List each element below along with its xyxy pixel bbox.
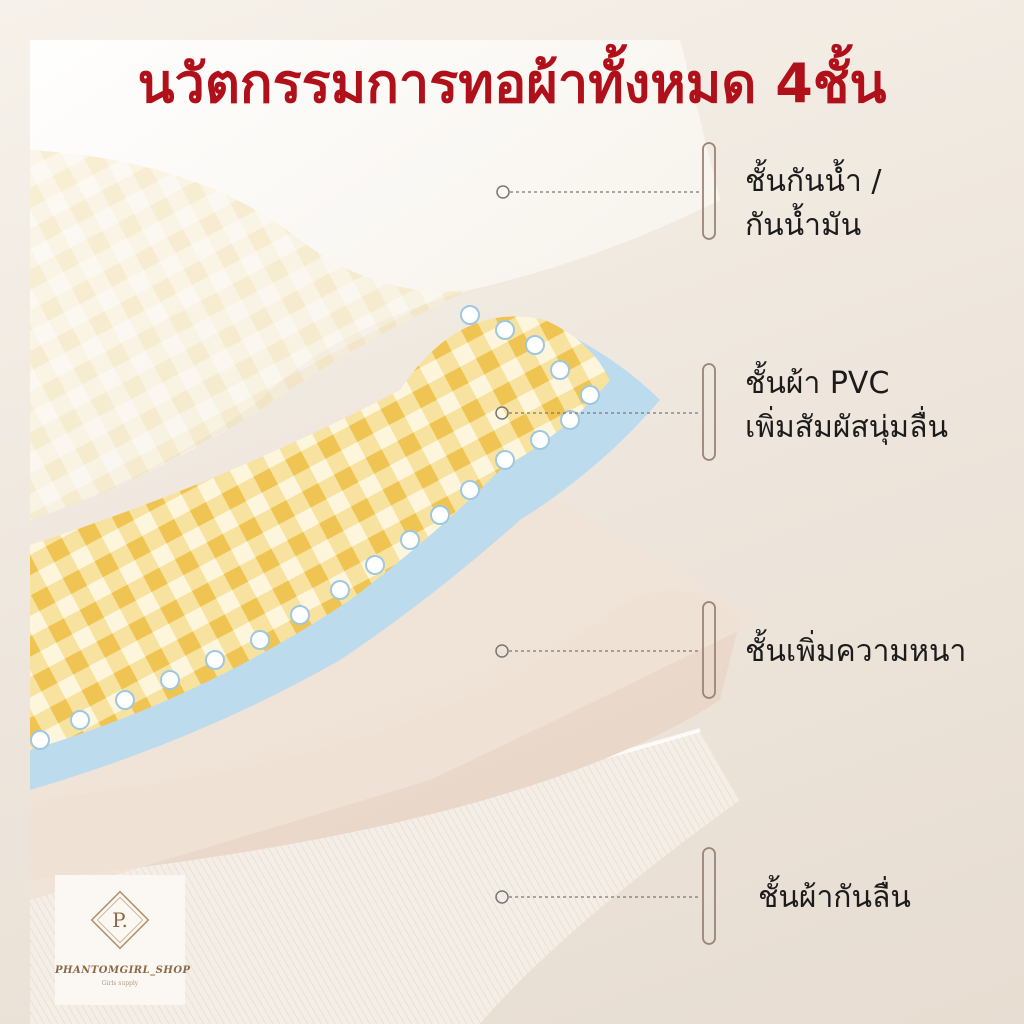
layer-label-thickening: ชั้นเพิ่มความหนา — [745, 630, 966, 674]
scallop-trim — [30, 305, 600, 750]
shop-logo: P. PHANTOMGIRL_SHOP Girls supply — [55, 875, 191, 1005]
layer-label-line: ชั้นเพิ่มความหนา — [745, 634, 967, 669]
thickening-layer-back — [30, 480, 760, 900]
pvc-plaid-layer — [30, 316, 610, 750]
layer-label-waterproof: ชั้นกันน้ำ / กันน้ำมัน — [745, 160, 882, 248]
page-title: นวัตกรรมการทอผ้าทั้งหมด 4ชั้น — [137, 52, 887, 115]
layer-label-line: เพิ่มสัมผัสนุ่มลื่น — [745, 410, 948, 445]
layer-label-anti-slip: ชั้นผ้ากันลื่น — [758, 876, 911, 920]
logo-shop-name: PHANTOMGIRL_SHOP — [55, 965, 191, 976]
callout-connectors — [495, 142, 716, 945]
logo-tagline: Girls supply — [101, 980, 139, 987]
layer-label-line: กันน้ำมัน — [745, 208, 862, 243]
logo-monogram: P. — [112, 908, 128, 932]
layer-label-pvc: ชั้นผ้า PVC เพิ่มสัมผัสนุ่มลื่น — [745, 362, 948, 450]
anti-slip-layer — [30, 730, 740, 1024]
layer-label-line: ชั้นกันน้ำ / — [745, 164, 882, 199]
logo-diamond-icon: P. — [90, 890, 150, 950]
layer-label-line: ชั้นผ้า PVC — [745, 366, 890, 401]
layer-label-line: ชั้นผ้ากันลื่น — [758, 880, 911, 915]
